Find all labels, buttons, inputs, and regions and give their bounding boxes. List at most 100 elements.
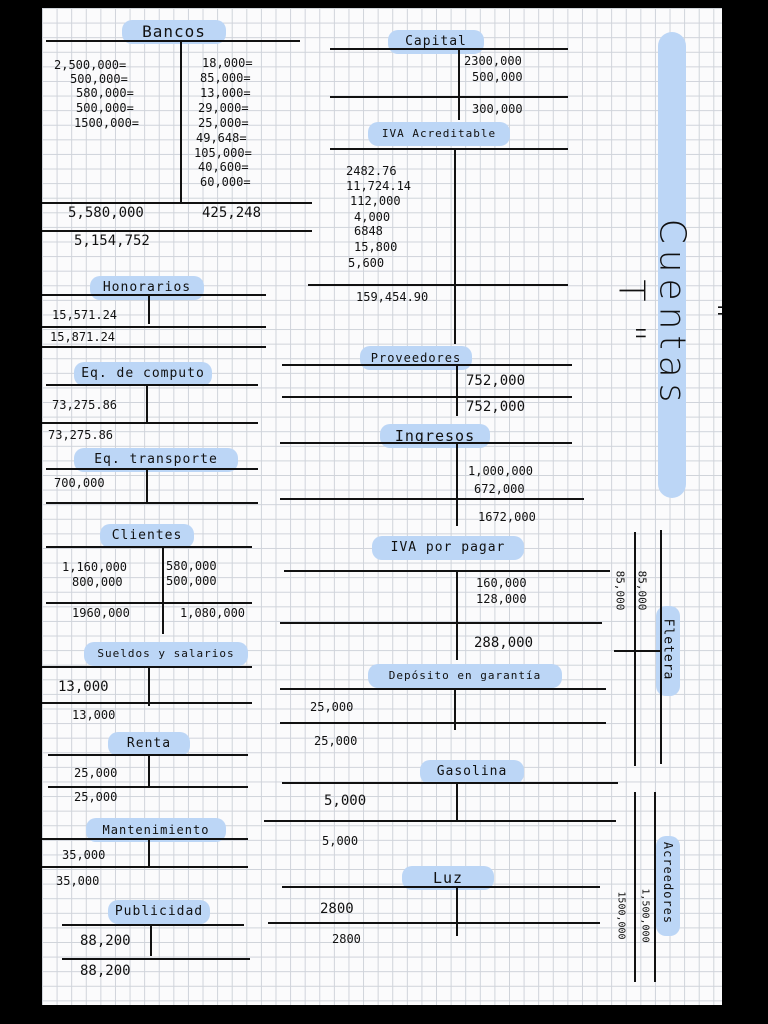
t-account-line [330, 148, 568, 150]
t-account-line [46, 602, 252, 604]
clientes-credit-entry: 580,000 [166, 559, 217, 573]
clientes-debit-total: 1960,000 [72, 606, 130, 620]
clientes-debit-entry: 800,000 [72, 575, 123, 589]
t-account-line [42, 202, 312, 204]
bancos-debit-entry: 2,500,000= [54, 58, 127, 72]
mantenimiento-balance: 35,000 [56, 874, 100, 888]
t-account-line [330, 48, 568, 50]
account-title-fletera: Fletera [660, 618, 676, 681]
t-account-divider [454, 150, 456, 344]
t-account-line [46, 468, 258, 470]
iva-por-pagar-credit-entry: 128,000 [476, 592, 527, 606]
account-title-deposito: Depósito en garantía [368, 664, 562, 688]
t-account-line [42, 230, 312, 232]
t-account-divider [456, 784, 458, 822]
t-account-line [282, 396, 572, 398]
t-account-line [282, 364, 572, 366]
iva-acreditable-balance: 159,454.90 [356, 290, 429, 304]
gasolina-debit: 5,000 [324, 793, 367, 809]
clientes-credit-entry: 500,000 [166, 574, 217, 588]
iva-acreditable-debit-entry: 112,000 [350, 194, 401, 208]
bancos-debit-entry: 500,000= [70, 72, 128, 86]
eq-computo-balance: 73,275.86 [48, 428, 114, 442]
t-account-divider [456, 366, 458, 416]
fletera-credit: 85,000 [613, 570, 627, 611]
t-account-line [42, 702, 252, 704]
account-title-acreedores: Acreedores [661, 841, 675, 925]
t-account-line [634, 532, 636, 766]
deposito-balance: 25,000 [314, 734, 358, 748]
bancos-debit-entry: 1500,000= [74, 116, 140, 130]
bancos-credit-entry: 25,000= [198, 116, 249, 130]
iva-por-pagar-balance: 288,000 [474, 635, 534, 651]
page-title: " Cuentas T " [610, 218, 723, 409]
t-account-line [654, 792, 656, 982]
t-account-line [330, 96, 568, 98]
t-account-line [280, 688, 606, 690]
iva-acreditable-debit-entry: 6848 [354, 224, 383, 238]
eq-transporte-debit: 700,000 [54, 476, 105, 490]
gasolina-balance: 5,000 [322, 834, 359, 848]
notebook-page: " Cuentas T " Bancos 2,500,000= 500,000=… [42, 8, 722, 1005]
account-title-acreedores-bg [656, 836, 680, 936]
t-account-divider [614, 650, 660, 652]
bancos-debit-entry: 580,000= [76, 86, 134, 100]
t-account-line [42, 346, 266, 348]
renta-balance: 25,000 [74, 790, 118, 804]
account-title-capital: Capital [388, 30, 484, 54]
t-account-line [308, 284, 568, 286]
iva-acreditable-debit-entry: 5,600 [348, 256, 385, 270]
iva-acreditable-debit-entry: 4,000 [354, 210, 391, 224]
clientes-debit-entry: 1,160,000 [62, 560, 128, 574]
account-title-eq-computo: Eq. de computo [74, 362, 212, 386]
account-title-publicidad: Publicidad [108, 900, 210, 924]
t-account-line [46, 502, 258, 504]
bancos-credit-total: 425,248 [202, 205, 262, 221]
title-highlight [658, 32, 686, 498]
t-account-line [48, 754, 248, 756]
t-account-divider [148, 668, 150, 706]
clientes-credit-total: 1,080,000 [180, 606, 246, 620]
deposito-debit: 25,000 [310, 700, 354, 714]
bancos-credit-entry: 105,000= [194, 146, 252, 160]
bancos-debit-total: 5,580,000 [68, 205, 144, 221]
account-title-iva-por-pagar: IVA por pagar [372, 536, 524, 560]
t-account-line [46, 40, 300, 42]
t-account-divider [148, 756, 150, 788]
proveedores-balance: 752,000 [466, 399, 526, 415]
t-account-divider [456, 572, 458, 660]
t-account-divider [180, 42, 182, 202]
sueldos-balance: 13,000 [72, 708, 116, 722]
t-account-line [660, 530, 662, 764]
bancos-balance: 5,154,752 [74, 233, 150, 249]
t-account-divider [146, 386, 148, 424]
account-title-gasolina: Gasolina [420, 760, 524, 784]
sueldos-debit: 13,000 [58, 679, 109, 695]
t-account-line [282, 886, 600, 888]
bancos-debit-entry: 500,000= [76, 101, 134, 115]
t-account-line [264, 820, 616, 822]
t-account-line [280, 622, 602, 624]
t-account-line [280, 442, 572, 444]
account-title-honorarios: Honorarios [90, 276, 204, 300]
t-account-line [62, 924, 244, 926]
t-account-line [280, 498, 584, 500]
t-account-line [42, 326, 266, 328]
t-account-line [282, 782, 618, 784]
luz-balance: 2800 [332, 932, 361, 946]
account-title-proveedores: Proveedores [360, 346, 472, 370]
t-account-line [284, 570, 610, 572]
t-account-line [42, 422, 258, 424]
bancos-credit-entry: 85,000= [200, 71, 251, 85]
acreedores-credit: 1500,000 [615, 891, 627, 940]
publicidad-balance: 88,200 [80, 963, 131, 979]
account-title-renta: Renta [108, 732, 190, 756]
account-title-clientes: Clientes [100, 524, 194, 548]
bancos-credit-entry: 60,000= [200, 175, 251, 189]
renta-debit: 25,000 [74, 766, 118, 780]
luz-debit: 2800 [320, 901, 354, 917]
proveedores-credit: 752,000 [466, 373, 526, 389]
t-account-line [42, 866, 248, 868]
t-account-line [280, 722, 606, 724]
bancos-credit-entry: 40,600= [198, 160, 249, 174]
